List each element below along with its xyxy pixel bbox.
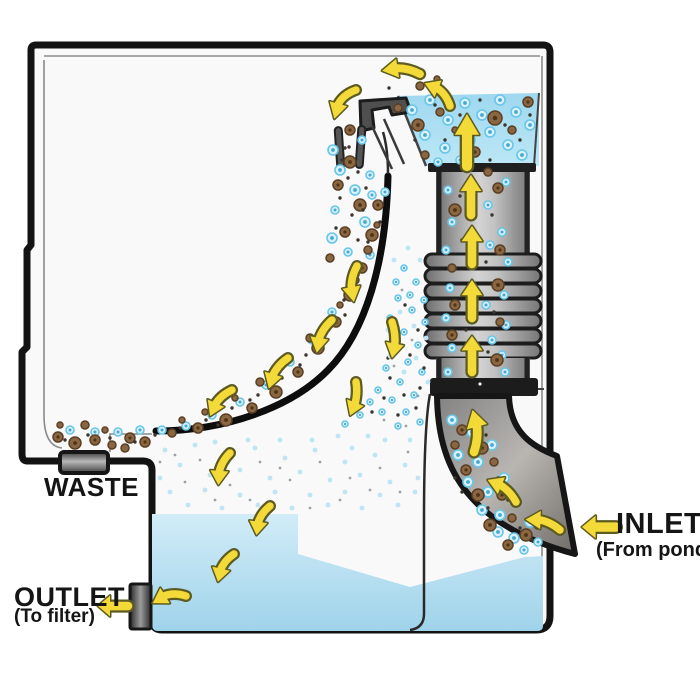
flow-arrow [580,514,623,540]
flow-arrow [151,586,192,605]
corrugated-pipe [423,163,544,396]
flow-arrow [208,447,236,487]
baffle-tip [381,131,390,175]
pipe-top-rim [428,163,536,172]
flow-arrows [96,57,623,618]
waste-pipe [58,450,110,475]
flow-arrow [423,78,456,112]
flow-arrow [453,112,481,174]
water-body [152,514,543,631]
outlet-sub-label: (To filter) [14,606,95,627]
flow-arrow [328,84,362,121]
inlet-label: INLET [616,508,700,540]
flow-arrow [486,475,522,508]
flow-arrow [210,548,240,584]
flow-arrow [96,594,135,618]
flow-arrow [380,57,427,81]
flow-arrow [345,376,366,417]
flow-arrow [263,352,294,391]
particles [52,71,543,555]
flow-arrow [460,334,484,379]
flow-arrow [309,314,338,355]
flow-arrow [247,500,276,537]
flow-arrow [465,408,489,459]
flow-arrow [340,260,363,304]
divider-wall [409,393,432,632]
flow-arrow [206,384,238,418]
flow-arrow [460,278,484,325]
outlet-label: OUTLET [14,582,125,612]
flow-arrow [384,316,406,360]
waste-label: WASTE [44,472,139,502]
flow-arrow [524,509,566,536]
inlet-sub-label: (From pond) [596,539,700,561]
flow-arrow [460,224,484,271]
flow-arrow [459,173,483,222]
pipe-coupling [430,378,538,396]
funnel-right-edge [533,92,540,167]
tank-outline [18,41,554,634]
spout-channel [370,118,406,170]
